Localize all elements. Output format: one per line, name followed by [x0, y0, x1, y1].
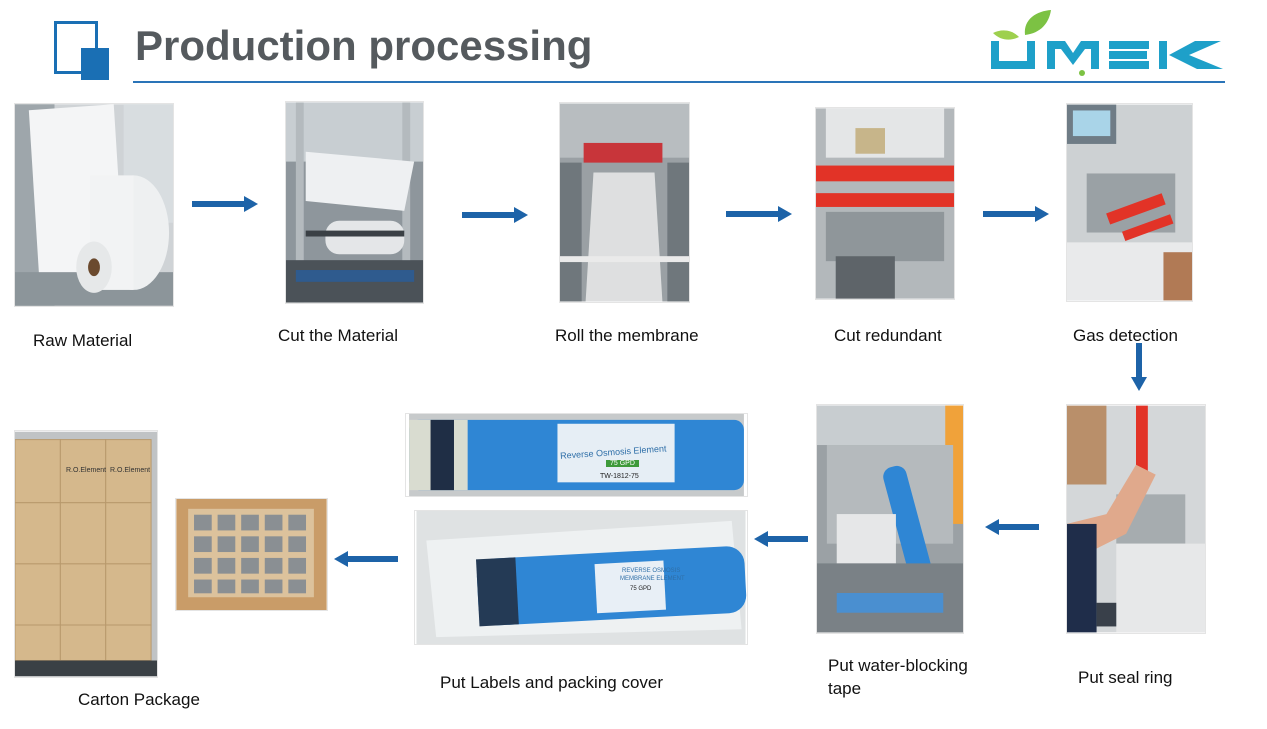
title-decoration-square — [81, 48, 109, 80]
gas-detection-photo — [1066, 103, 1193, 302]
arrow-right-2 — [462, 207, 528, 223]
element-label-model: TW-1812-75 — [600, 473, 639, 480]
arrow-right-3 — [726, 206, 792, 222]
cover-label-line1: REVERSE OSMOSIS — [622, 568, 681, 574]
step-label-water-blocking-line1: Put water-blocking — [828, 656, 968, 675]
step-label-gas-detection: Gas detection — [1073, 326, 1178, 345]
arrow-down — [1131, 343, 1147, 391]
water-blocking-photo — [816, 404, 964, 634]
step-label-raw-material: Raw Material — [33, 331, 133, 350]
step-label-roll-membrane: Roll the membrane — [555, 326, 699, 345]
cover-label-line2: MEMBRANE ELEMENT — [620, 576, 685, 582]
step-label-labels-cover: Put Labels and packing cover — [440, 673, 664, 692]
arrow-right-4 — [983, 206, 1049, 222]
seal-ring-photo — [1066, 404, 1206, 634]
element-label-badge: 75 GPD — [606, 460, 639, 467]
step-label-cut-redundant: Cut redundant — [834, 326, 942, 345]
membrane-element-photo — [405, 413, 748, 497]
arrow-right-1 — [192, 196, 258, 212]
cover-label-badge: 75 GPD — [630, 586, 652, 592]
packed-element-photo — [414, 510, 748, 645]
arrow-left-1 — [985, 519, 1039, 535]
arrow-left-3 — [334, 551, 398, 567]
step-label-carton: Carton Package — [78, 690, 200, 709]
cut-material-photo — [285, 101, 424, 304]
roll-membrane-photo — [559, 102, 690, 303]
packing-box-photo — [175, 498, 328, 611]
step-label-seal-ring: Put seal ring — [1078, 668, 1173, 687]
umek-logo — [991, 10, 1223, 76]
page-title: Production processing — [135, 22, 593, 69]
carton-box-text: R.O.Element — [66, 467, 107, 474]
step-label-water-blocking-line2: tape — [828, 679, 862, 698]
title-underline — [133, 81, 1225, 83]
carton-stack-photo — [14, 430, 158, 678]
raw-material-photo — [14, 103, 174, 307]
carton-box-text-2: R.O.Element — [110, 467, 151, 474]
cut-redundant-photo — [815, 107, 955, 300]
title-decoration-outline — [54, 21, 98, 74]
arrow-left-2 — [754, 531, 808, 547]
step-label-cut-material: Cut the Material — [278, 326, 398, 345]
